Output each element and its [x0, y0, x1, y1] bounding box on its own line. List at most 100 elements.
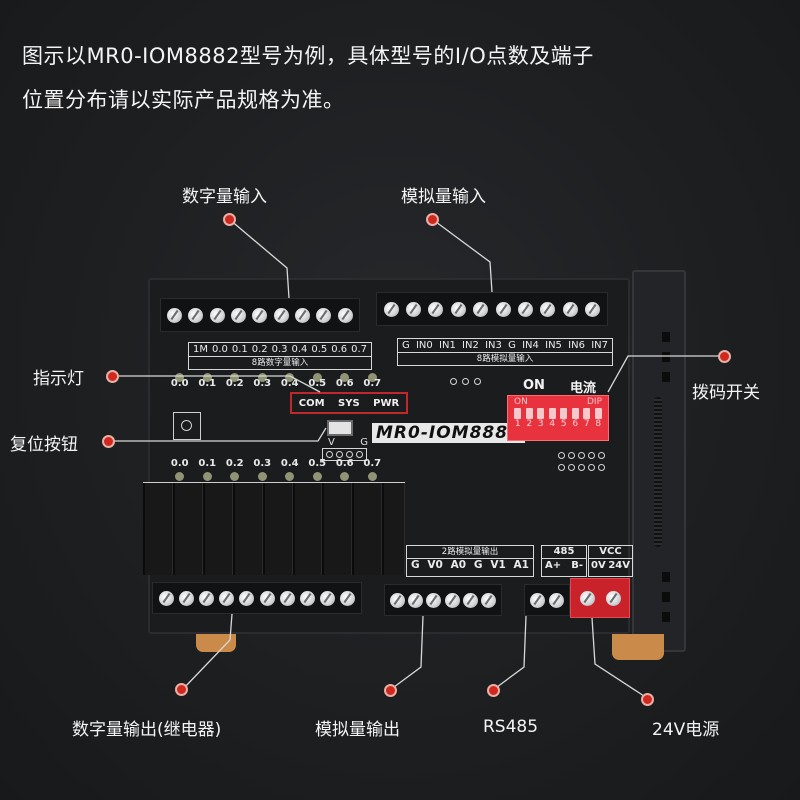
callout-power: 24V电源 — [652, 720, 720, 740]
dip-number: 3 — [537, 419, 544, 429]
led — [257, 472, 267, 481]
terminal-screw[interactable] — [389, 592, 405, 608]
di-terminal-block[interactable] — [160, 298, 360, 332]
terminal-screw[interactable] — [579, 590, 595, 606]
terminal-screw[interactable] — [450, 301, 466, 317]
terminal-screw[interactable] — [299, 590, 315, 606]
rs485-terminal-block[interactable] — [524, 584, 570, 616]
terminal-screw[interactable] — [426, 592, 442, 608]
vcc-caption: VCC — [589, 546, 632, 559]
status-led-box: COM SYS PWR — [290, 392, 408, 414]
led-label: 0.2 — [225, 378, 244, 389]
dip-toggle-4[interactable] — [548, 408, 556, 419]
power-terminal-block[interactable] — [570, 578, 630, 618]
ai-label: IN2 — [462, 340, 479, 351]
terminal-screw[interactable] — [407, 592, 423, 608]
terminal-screw[interactable] — [562, 301, 578, 317]
terminal-screw[interactable] — [209, 307, 225, 323]
terminal-screw[interactable] — [188, 307, 204, 323]
di-label: 1M — [193, 344, 208, 355]
led — [175, 373, 185, 382]
terminal-screw[interactable] — [383, 301, 399, 317]
dip-toggle-5[interactable] — [560, 408, 568, 419]
led — [367, 373, 377, 382]
terminal-screw[interactable] — [585, 301, 601, 317]
terminal-screw[interactable] — [273, 307, 289, 323]
terminal-screw[interactable] — [259, 590, 275, 606]
terminal-screw[interactable] — [495, 301, 511, 317]
led — [230, 472, 240, 481]
dip-toggle-1[interactable] — [514, 408, 522, 419]
terminal-screw[interactable] — [337, 307, 353, 323]
intro-text: 图示以MR0-IOM8882型号为例，具体型号的I/O点数及端子 位置分布请以实… — [22, 34, 594, 122]
vent-slot — [662, 592, 670, 602]
led — [175, 472, 185, 481]
do-terminal-block[interactable] — [152, 582, 362, 614]
dip-toggle-8[interactable] — [594, 408, 602, 419]
led-label: 0.6 — [335, 378, 354, 389]
pad-holes-grid — [558, 452, 608, 471]
ai-caption: 8路模拟量输入 — [398, 352, 612, 365]
led-label: 0.7 — [363, 378, 382, 389]
terminal-screw[interactable] — [198, 590, 214, 606]
terminal-screw[interactable] — [279, 590, 295, 606]
ao-terminal-block[interactable] — [384, 584, 502, 616]
callout-dot — [175, 683, 188, 696]
reset-button[interactable] — [327, 420, 353, 436]
terminal-screw[interactable] — [167, 307, 183, 323]
led-label: 0.1 — [198, 458, 217, 469]
led-label: 0.7 — [363, 458, 382, 469]
ao-label: V1 — [490, 559, 506, 571]
terminal-screw[interactable] — [316, 307, 332, 323]
terminal-screw[interactable] — [252, 307, 268, 323]
terminal-screw[interactable] — [549, 592, 564, 608]
di-label: 0.3 — [271, 344, 288, 355]
dip-number: 7 — [583, 419, 590, 429]
din-clip-right — [612, 634, 664, 660]
terminal-screw[interactable] — [444, 592, 460, 608]
terminal-screw[interactable] — [340, 590, 356, 606]
terminal-screw[interactable] — [462, 592, 478, 608]
led-label: 0.5 — [308, 378, 327, 389]
terminal-screw[interactable] — [540, 301, 556, 317]
led-label: 0.4 — [280, 378, 299, 389]
led — [285, 373, 295, 382]
terminal-screw[interactable] — [428, 301, 444, 317]
callout-digital-output: 数字量输出(继电器) — [72, 720, 222, 740]
terminal-screw[interactable] — [406, 301, 422, 317]
dip-toggle-2[interactable] — [525, 408, 533, 419]
terminal-screw[interactable] — [178, 590, 194, 606]
led — [312, 472, 322, 481]
pin-label-g: G — [360, 437, 368, 448]
ai-terminal-block[interactable] — [376, 292, 608, 326]
terminal-screw[interactable] — [518, 301, 534, 317]
ai-label: IN5 — [545, 340, 562, 351]
terminal-screw[interactable] — [158, 590, 174, 606]
status-led-com: COM — [298, 397, 325, 409]
terminal-screw[interactable] — [473, 301, 489, 317]
terminal-screw[interactable] — [295, 307, 311, 323]
di-label: 0.0 — [211, 344, 228, 355]
vent-grille — [654, 397, 662, 547]
terminal-screw[interactable] — [481, 592, 497, 608]
terminal-screw[interactable] — [231, 307, 247, 323]
led — [257, 373, 267, 382]
terminal-screw[interactable] — [219, 590, 235, 606]
terminal-screw[interactable] — [239, 590, 255, 606]
ao-label: A1 — [513, 559, 529, 571]
led-label: 0.3 — [253, 378, 272, 389]
dip-toggle-3[interactable] — [537, 408, 545, 419]
callout-dot — [102, 435, 115, 448]
dip-toggle-6[interactable] — [571, 408, 579, 419]
pin-header — [322, 448, 367, 461]
terminal-screw[interactable] — [605, 590, 621, 606]
ao-label: V0 — [427, 559, 443, 571]
led-label: 0.0 — [170, 458, 189, 469]
dip-toggle-7[interactable] — [583, 408, 591, 419]
terminal-screw[interactable] — [320, 590, 336, 606]
terminal-screw[interactable] — [530, 592, 545, 608]
